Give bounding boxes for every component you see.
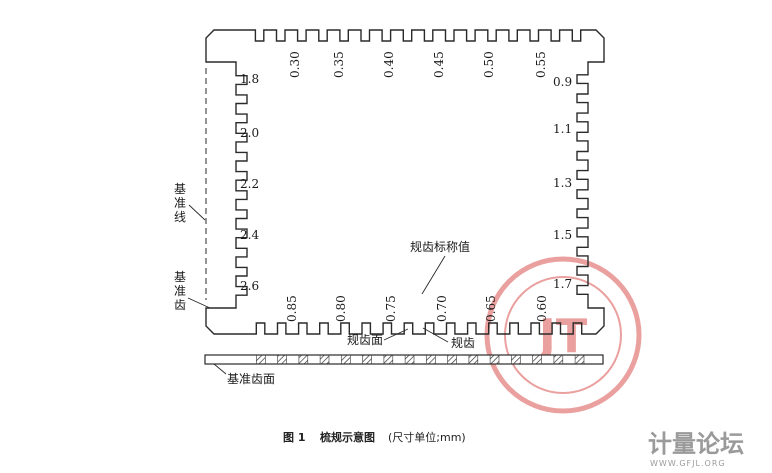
ref-tooth-char-3: 齿 bbox=[174, 298, 186, 312]
ref-tooth-face-leader bbox=[213, 363, 227, 375]
ref-line-leader bbox=[188, 204, 206, 221]
left-value-label: 2.4 bbox=[240, 228, 259, 242]
right-value-label: 1.1 bbox=[553, 122, 572, 136]
right-value-label: 1.3 bbox=[553, 176, 572, 190]
figure-title: 梳规示意图 bbox=[319, 430, 375, 444]
top-value-label: 0.30 bbox=[288, 51, 302, 78]
bottom-gauge-values: 0.85 0.80 0.75 0.70 0.65 0.60 bbox=[285, 295, 549, 322]
top-gauge-values: 0.30 0.35 0.40 0.45 0.50 0.55 bbox=[288, 51, 548, 78]
ref-line-char-3: 线 bbox=[174, 210, 186, 224]
strip-hatch bbox=[256, 354, 266, 365]
strip-hatch bbox=[468, 354, 479, 365]
strip-body bbox=[204, 354, 604, 365]
seal-outer-ring bbox=[484, 256, 642, 414]
top-value-label: 0.40 bbox=[382, 51, 396, 78]
left-value-label: 1.8 bbox=[240, 72, 259, 86]
strip-hatch bbox=[574, 354, 585, 365]
strip-hatch bbox=[426, 354, 436, 365]
strip-hatch bbox=[447, 354, 457, 365]
strip-hatch bbox=[532, 354, 542, 365]
top-value-label: 0.55 bbox=[534, 51, 548, 78]
left-gauge-values: 1.8 2.0 2.2 2.4 2.6 bbox=[240, 72, 259, 293]
bottom-value-label: 0.60 bbox=[535, 295, 549, 322]
ref-tooth-char-2: 准 bbox=[174, 284, 186, 298]
bottom-value-label: 0.75 bbox=[384, 295, 398, 322]
strip-hatch bbox=[383, 354, 394, 365]
right-value-label: 1.7 bbox=[553, 277, 572, 291]
figure-unit: (尺寸单位;mm) bbox=[388, 430, 466, 444]
jt-seal-watermark: JT bbox=[484, 256, 642, 414]
strip-hatch bbox=[489, 354, 500, 365]
strip-hatch bbox=[298, 354, 309, 365]
watermark-title: 计量论坛 bbox=[648, 430, 744, 458]
comb-gauge-outline bbox=[205, 29, 605, 335]
bottom-value-label: 0.85 bbox=[285, 295, 299, 322]
tooth-face-label: 规齿面 bbox=[347, 332, 383, 347]
bottom-value-label: 0.70 bbox=[435, 295, 449, 322]
figure-caption: 图 1 梳规示意图 (尺寸单位;mm) bbox=[283, 430, 466, 444]
top-value-label: 0.45 bbox=[432, 51, 446, 78]
reference-line-label: 基 准 线 bbox=[174, 182, 186, 224]
strip-hatch bbox=[404, 354, 415, 365]
top-value-label: 0.50 bbox=[482, 51, 496, 78]
strip-hatched-teeth bbox=[256, 354, 585, 365]
ref-tooth-leader bbox=[187, 297, 211, 309]
strip-hatch bbox=[341, 354, 351, 365]
nominal-value-label: 规齿标称值 bbox=[410, 239, 470, 254]
reference-tooth-label: 基 准 齿 bbox=[174, 270, 186, 312]
strip-hatch bbox=[362, 354, 372, 365]
nominal-value-leader bbox=[421, 255, 446, 295]
tooth-leader bbox=[422, 327, 449, 343]
forum-watermark: 计量论坛 WWW.GFJL.ORG bbox=[648, 430, 744, 468]
right-value-label: 1.5 bbox=[553, 228, 572, 242]
gauge-side-view-strip bbox=[204, 354, 604, 365]
bottom-value-label: 0.65 bbox=[484, 295, 498, 322]
strip-hatch bbox=[277, 354, 287, 365]
ref-tooth-char-1: 基 bbox=[174, 270, 186, 284]
watermark-url: WWW.GFJL.ORG bbox=[650, 459, 726, 468]
figure-number: 图 1 bbox=[283, 431, 305, 444]
bottom-value-label: 0.80 bbox=[334, 295, 348, 322]
tooth-label: 规齿 bbox=[451, 335, 475, 350]
strip-hatch bbox=[319, 354, 330, 365]
ref-line-char-2: 准 bbox=[174, 196, 186, 210]
left-value-label: 2.0 bbox=[240, 126, 259, 140]
top-value-label: 0.35 bbox=[332, 51, 346, 78]
reference-tooth-face-label: 基准齿面 bbox=[227, 372, 275, 386]
seal-inner-ring bbox=[504, 276, 622, 394]
seal-text: JT bbox=[536, 309, 588, 363]
left-value-label: 2.2 bbox=[240, 177, 259, 191]
right-gauge-values: 0.9 1.1 1.3 1.5 1.7 bbox=[553, 75, 572, 291]
right-value-label: 0.9 bbox=[553, 75, 572, 89]
strip-hatch bbox=[553, 354, 564, 365]
left-value-label: 2.6 bbox=[240, 279, 259, 293]
strip-hatch bbox=[511, 354, 521, 365]
ref-line-char-1: 基 bbox=[174, 182, 186, 196]
tooth-face-leader bbox=[383, 328, 409, 341]
